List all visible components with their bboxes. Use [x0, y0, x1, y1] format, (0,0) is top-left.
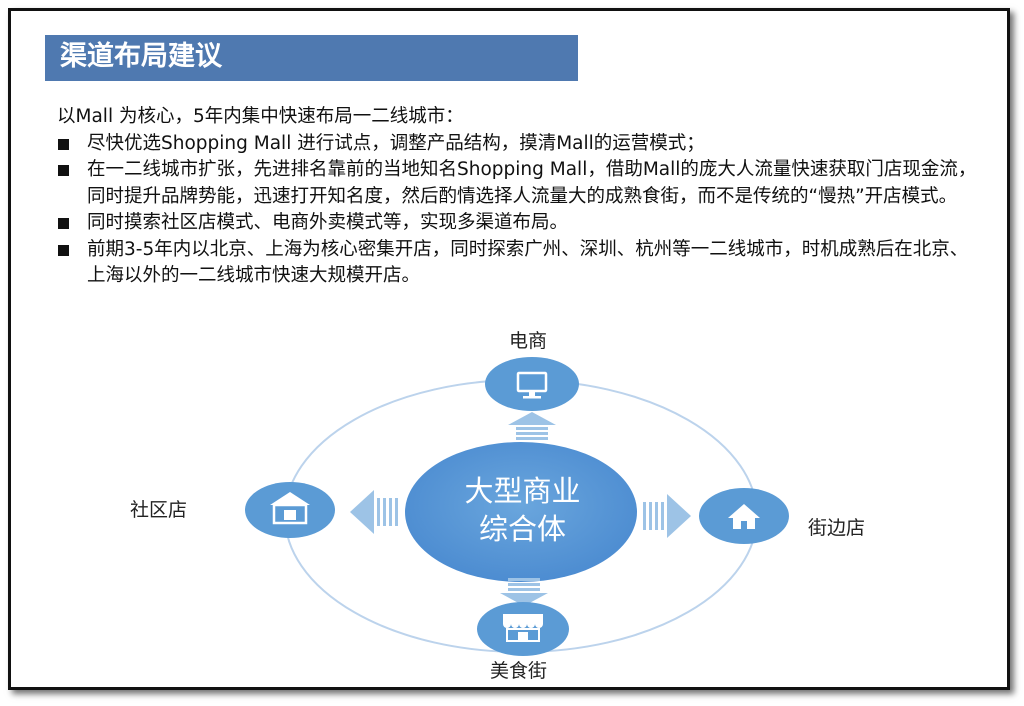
- bullet-text: 同时摸索社区店模式、电商外卖模式等，实现多渠道布局。: [87, 212, 569, 233]
- arrow-up: [508, 412, 556, 440]
- label-food-street: 美食街: [490, 660, 548, 682]
- bullet-square: [58, 244, 69, 256]
- storefront-icon: [503, 614, 543, 642]
- bullet-item: 尽快优选Shopping Mall 进行试点，调整产品结构，摸清Mall的运营模…: [57, 131, 982, 158]
- bullet-text: 尽快优选Shopping Mall 进行试点，调整产品结构，摸清Mall的运营模…: [87, 132, 705, 154]
- community-store-icon: [270, 492, 310, 525]
- bullet-item: 在一二线城市扩张，先进排名靠前的当地知名Shopping Mall，借助Mall…: [57, 157, 982, 210]
- center-label-line1: 大型商业: [464, 474, 581, 508]
- node-community-store: [245, 482, 335, 538]
- arrow-right: [643, 494, 691, 538]
- bullet-item: 同时摸索社区店模式、电商外卖模式等，实现多渠道布局。: [57, 210, 982, 237]
- arrow-left: [350, 490, 398, 534]
- center-label-line2: 综合体: [478, 512, 566, 546]
- center-node-label: 大型商业 综合体: [430, 472, 615, 548]
- bullet-item: 前期3-5年内以北京、上海为核心密集开店，同时探索广州、深圳、杭州等一二线城市，…: [57, 237, 982, 290]
- bullet-square: [58, 138, 69, 150]
- label-street-store: 街边店: [808, 517, 866, 539]
- node-street-store: [699, 488, 789, 544]
- bullet-text: 在一二线城市扩张，先进排名靠前的当地知名Shopping Mall，借助Mall…: [87, 159, 977, 207]
- bullet-text: 前期3-5年内以北京、上海为核心密集开店，同时探索广州、深圳、杭州等一二线城市，…: [87, 238, 969, 287]
- node-ecommerce: [485, 357, 579, 411]
- label-ecommerce: 电商: [509, 330, 548, 352]
- bullet-square: [58, 165, 69, 176]
- house-icon: [728, 504, 760, 529]
- title-bar: [45, 35, 578, 81]
- text-block: 以Mall 为核心，5年内集中快速布局一二线城市： 尽快优选Shopping M…: [57, 104, 982, 290]
- monitor-icon: [516, 371, 548, 399]
- label-community-store: 社区店: [130, 499, 188, 521]
- node-food-street: [477, 602, 569, 656]
- slide-title: 渠道布局建议: [60, 41, 222, 72]
- bullet-square: [58, 218, 69, 229]
- center-node: [405, 442, 637, 582]
- intro-text: 以Mall 为核心，5年内集中快速布局一二线城市：: [57, 106, 464, 127]
- arrow-down: [500, 578, 548, 606]
